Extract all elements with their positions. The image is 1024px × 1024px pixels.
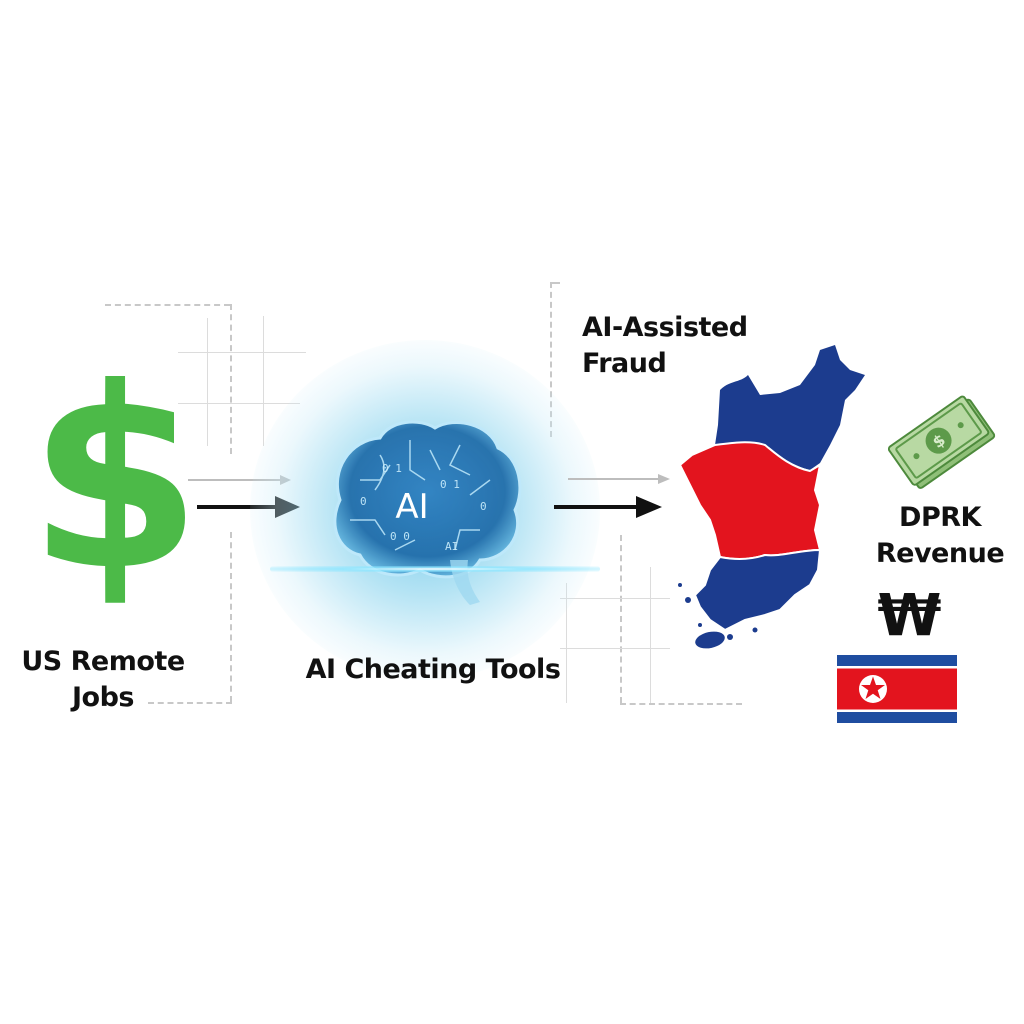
node-label: US Remote Jobs [18,644,188,716]
dashed-guide [620,535,622,703]
label-line: Jobs [72,682,135,713]
dashed-guide [230,532,232,702]
grid-line [650,567,651,703]
money-bills-icon: $ [888,395,996,489]
arrow-right-icon [554,474,670,518]
dashed-guide [550,282,552,437]
dashed-guide [230,304,232,454]
won-sign-icon: ₩ [877,581,942,649]
svg-text:0 0: 0 0 [390,530,410,543]
label-line: AI-Assisted [582,312,748,343]
label-line: Revenue [875,538,1005,569]
grid-line [178,352,306,353]
korea-map-icon [678,345,865,649]
dollar-sign-icon: $ [28,334,202,625]
grid-line [263,316,264,446]
grid-line [178,403,300,404]
grid-line [560,648,670,649]
node-label: DPRK Revenue [870,500,1010,572]
node-label: AI-Assisted Fraud [582,310,748,382]
label-line: DPRK [899,502,981,533]
label-line: Fraud [582,348,667,379]
grid-line [207,318,208,446]
grid-line [560,598,670,599]
node-label: AI Cheating Tools [305,654,561,685]
label-line: US Remote [21,646,185,677]
svg-text:0 1: 0 1 [440,478,460,491]
svg-text:0: 0 [480,500,487,513]
grid-line [566,583,567,703]
ai-brain-icon: 0 10 10 00 0AI AI [333,420,522,605]
svg-text:0 1: 0 1 [382,462,402,475]
svg-text:AI: AI [445,540,458,553]
dashed-guide [148,702,232,704]
light-flare [270,566,600,572]
svg-text:AI: AI [395,487,428,527]
dashed-guide [105,304,230,306]
dashed-guide [620,703,742,705]
dashed-guide [550,282,560,284]
north-korea-flag-icon [837,655,957,723]
svg-text:0: 0 [360,495,367,508]
